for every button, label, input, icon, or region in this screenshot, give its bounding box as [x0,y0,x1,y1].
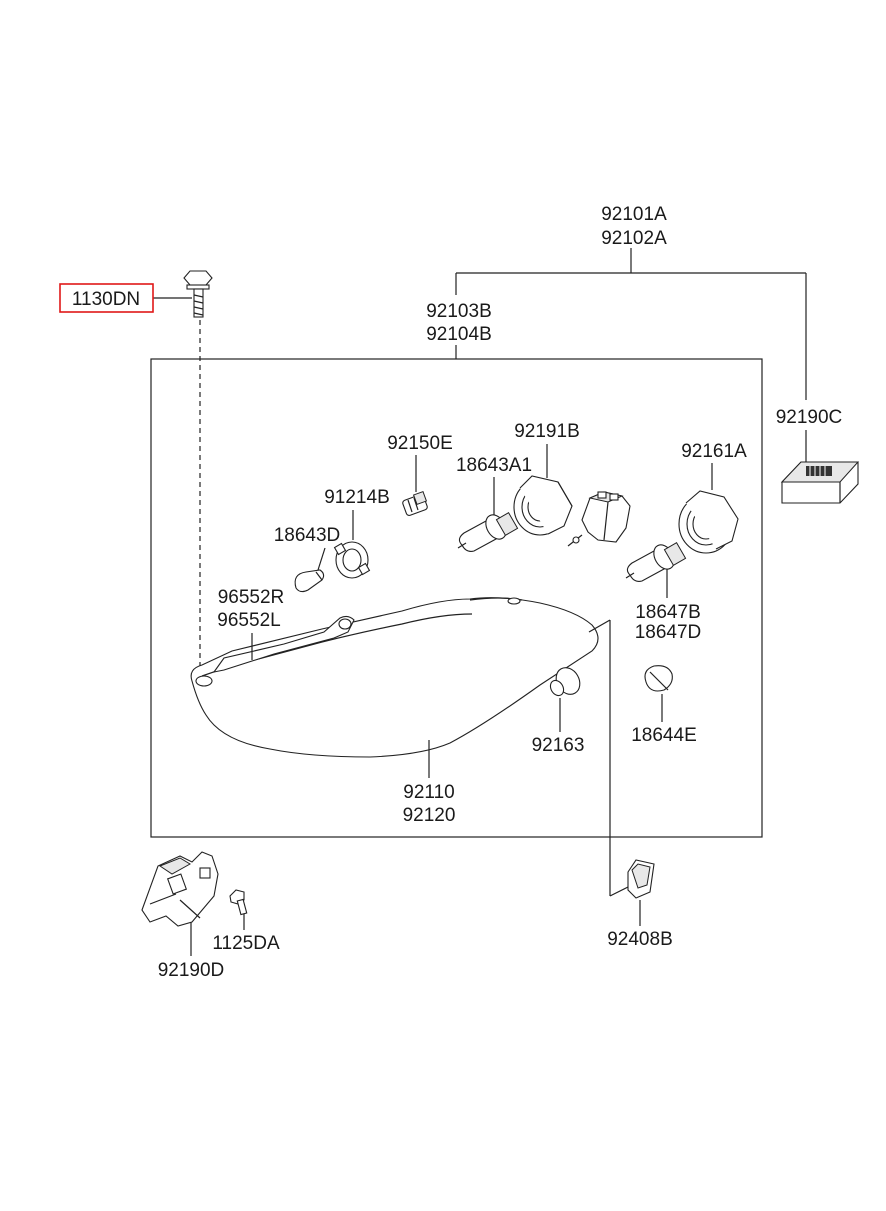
bulb-cover-ring-92161a[interactable] [678,490,739,554]
bolt-1130dn[interactable] [183,270,213,318]
part-label-92190D[interactable]: 92190D [158,960,225,981]
part-label-92103B[interactable]: 92103B [426,301,492,322]
part-label-92150E[interactable]: 92150E [387,433,453,454]
part-label-92191B[interactable]: 92191B [514,421,580,442]
bulb-cover-ring-92191b[interactable] [513,475,573,536]
connector-92408b[interactable] [627,859,655,899]
part-label-18643A1[interactable]: 18643A1 [456,455,532,476]
bulb-18644e[interactable] [644,665,673,692]
ballast-module-92190c[interactable] [780,461,860,504]
halogen-bulb-18643a1[interactable] [457,511,519,552]
part-label-92161A[interactable]: 92161A [681,441,747,462]
part-label-18643D[interactable]: 18643D [274,525,341,546]
part-label-18644E[interactable]: 18644E [631,725,697,746]
part-label-92104B[interactable]: 92104B [426,324,492,345]
socket-ring-18643d[interactable] [333,541,371,579]
headlamp-housing-92110[interactable] [190,597,599,758]
wedge-bulb-96552[interactable] [294,569,325,593]
leveling-actuator[interactable] [567,491,631,547]
part-label-91214B[interactable]: 91214B [324,487,390,508]
bulb-92150e[interactable] [402,490,428,517]
part-label-18647B[interactable]: 18647B [635,602,701,623]
assembly-leader-lines [455,248,807,462]
part-label-92163[interactable]: 92163 [532,735,585,756]
connector-leader [588,619,641,926]
part-label-92101A[interactable]: 92101A [601,204,667,225]
part-label-96552R[interactable]: 96552R [218,587,285,608]
part-label-96552L[interactable]: 96552L [217,610,280,631]
part-label-1130DN[interactable]: 1130DN [72,289,140,310]
bracket-92190d[interactable] [141,851,219,927]
part-label-1125DA[interactable]: 1125DA [212,933,280,954]
screw-1125da[interactable] [229,889,248,916]
part-label-92120[interactable]: 92120 [403,805,456,826]
bulb-92163[interactable] [548,663,585,698]
part-label-92102A[interactable]: 92102A [601,228,667,249]
part-label-92110[interactable]: 92110 [403,782,454,803]
part-label-92190C[interactable]: 92190C [776,407,843,428]
part-label-92408B[interactable]: 92408B [607,929,673,950]
part-label-18647D[interactable]: 18647D [635,622,702,643]
halogen-bulb-18647b[interactable] [625,541,687,582]
highlight-box-1130dn [59,283,154,313]
